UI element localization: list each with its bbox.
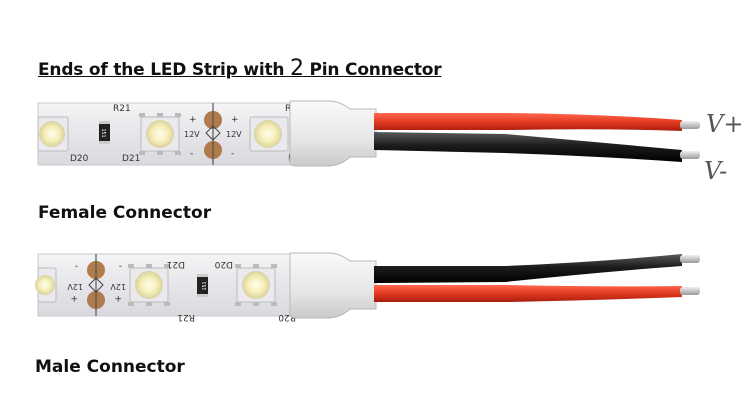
female-connector-label: Female Connector	[38, 203, 212, 223]
male-silk-plus: +	[70, 293, 78, 303]
v-minus-label: V-	[704, 157, 728, 185]
female-red-wire	[374, 113, 682, 131]
female-silk-d20: D20	[70, 154, 89, 164]
v-plus-label: V+	[706, 110, 744, 138]
male-led-1	[35, 267, 57, 303]
female-silk-minus: -	[190, 149, 193, 159]
female-connector: 151 R21 R D20 D21 12V 12V + + - - D	[37, 100, 700, 167]
title-digit: 2	[290, 56, 304, 81]
female-solder-pads	[204, 103, 222, 165]
male-black-wire	[374, 254, 682, 283]
male-silk-minus-2: -	[119, 261, 122, 271]
male-solder-pads	[87, 254, 105, 316]
female-black-wire	[374, 132, 682, 162]
female-silk-plus-2: +	[231, 115, 239, 125]
male-led-2	[128, 264, 170, 306]
female-silk-d21: D21	[122, 154, 140, 164]
female-black-tip	[680, 151, 700, 159]
male-silk-12v-a: 12V	[67, 282, 83, 291]
female-led-1	[37, 116, 69, 152]
female-silk-12v-b: 12V	[226, 130, 242, 139]
female-sleeve	[289, 100, 377, 167]
male-resistor: 151	[197, 274, 208, 297]
male-connector: 151 R21 D20 D21 12V 12V + + - - R20	[35, 252, 700, 322]
male-red-tip	[680, 287, 700, 295]
female-led-2	[139, 113, 181, 155]
male-sleeve	[289, 252, 377, 319]
male-silk-d20: D20	[214, 259, 233, 269]
diagram-title: Ends of the LED Strip with 2 Pin Connect…	[38, 56, 442, 81]
male-silk-r20: R20	[278, 312, 296, 322]
male-silk-12v-b: 12V	[110, 282, 126, 291]
male-black-tip	[680, 255, 700, 263]
female-silk-12v-a: 12V	[184, 130, 200, 139]
female-silk-r: R	[285, 104, 291, 114]
male-silk-minus: -	[75, 261, 78, 271]
male-connector-label: Male Connector	[35, 357, 185, 377]
title-text-1: Ends of the LED Strip with	[38, 60, 291, 80]
female-led-3	[249, 116, 289, 152]
male-led-3	[235, 264, 277, 306]
female-resistor-code: 151	[100, 128, 106, 137]
female-silk-r21: R21	[113, 104, 131, 114]
female-red-tip	[680, 121, 700, 129]
male-silk-d21: D21	[167, 259, 185, 269]
male-silk-plus-2: +	[114, 293, 122, 303]
title-text-2: Pin Connector	[303, 60, 442, 80]
female-resistor: 151	[99, 121, 110, 144]
female-silk-minus-2: -	[231, 149, 234, 159]
male-silk-r21: R21	[177, 312, 195, 322]
female-silk-plus: +	[189, 115, 197, 125]
male-red-wire	[374, 285, 682, 302]
male-resistor-code: 151	[202, 281, 208, 290]
